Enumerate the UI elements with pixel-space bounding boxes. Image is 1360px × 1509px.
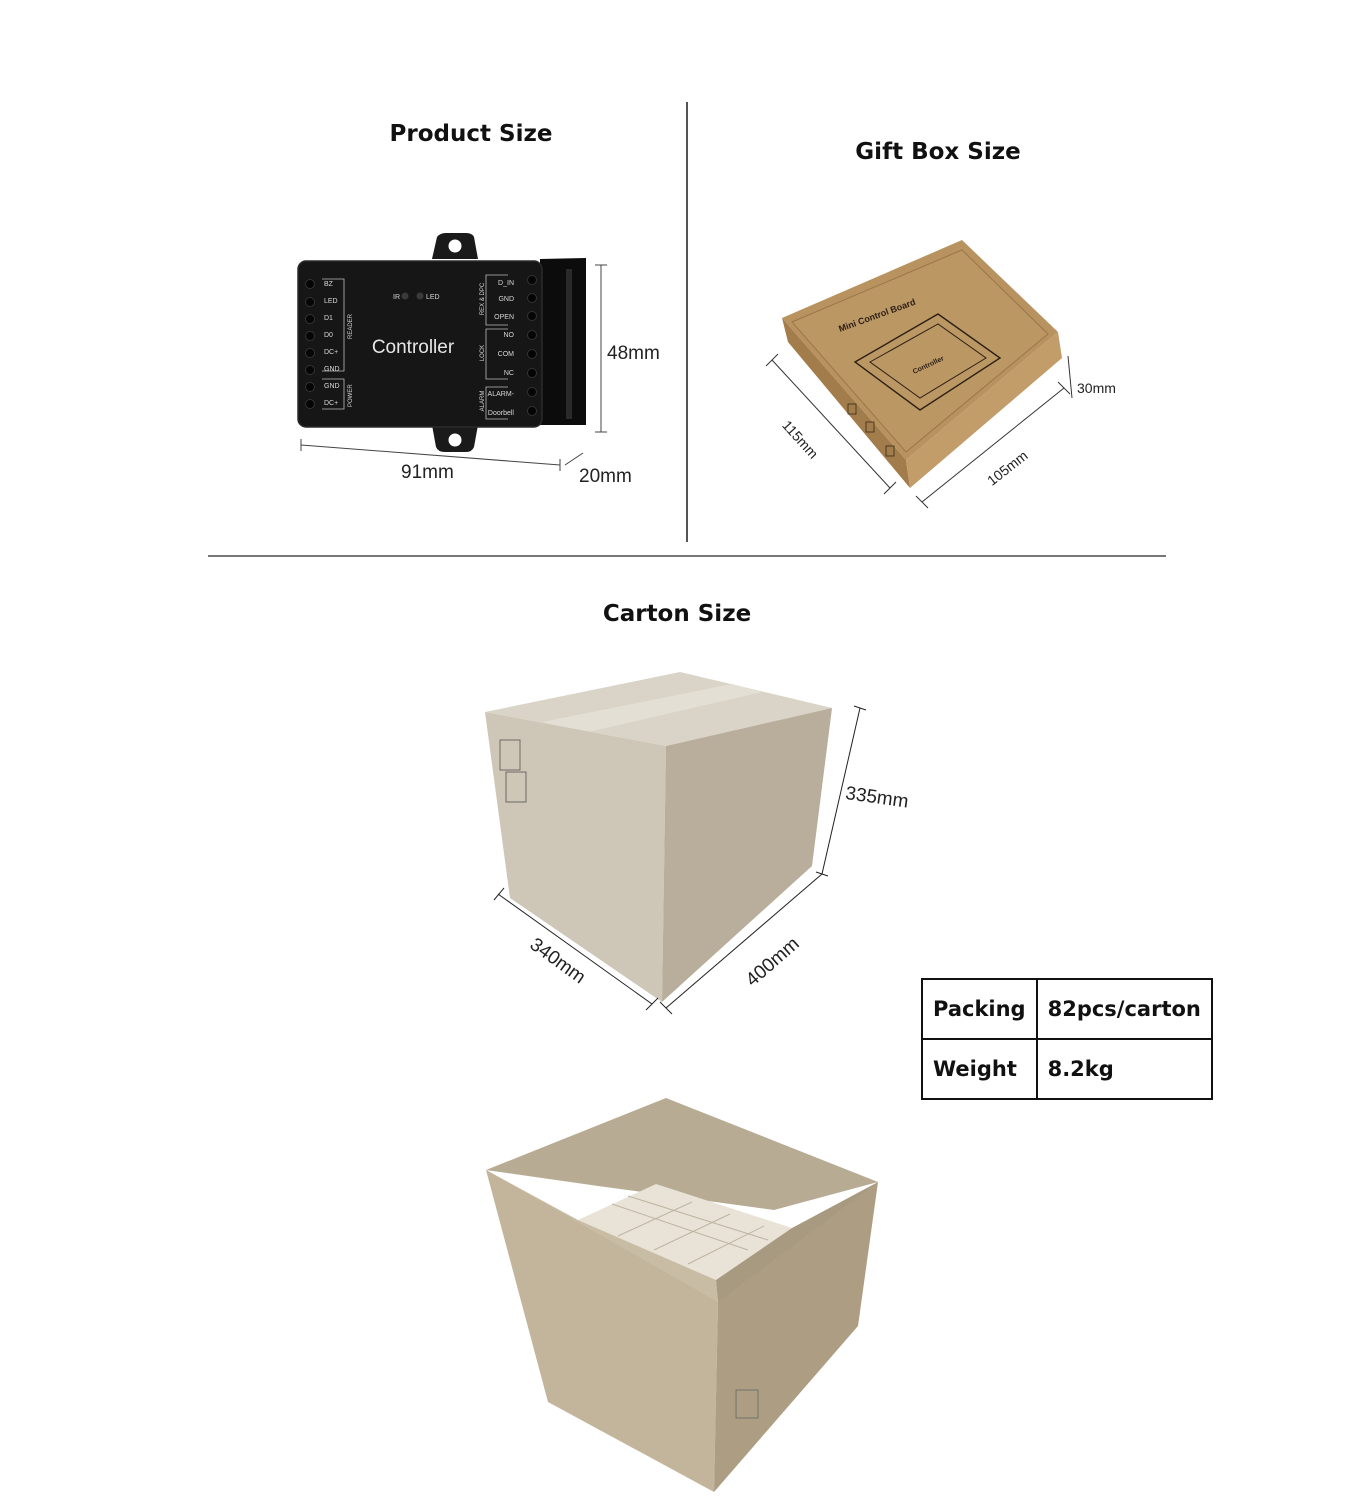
gift-box-height-dim: 30mm [1077, 380, 1116, 396]
vertical-divider [686, 102, 688, 542]
terminal-label-gnd: GND [324, 366, 340, 373]
group-label-power: POWER [348, 384, 354, 407]
packing-value: 82pcs/carton [1035, 978, 1213, 1040]
terminal-label-com: COM [498, 351, 515, 358]
controller-label: Controller [372, 337, 455, 358]
group-label-rex-dpc: REX & DPC [480, 282, 486, 315]
terminal-label-doorbell: Doorbell [488, 410, 515, 417]
table-row: Packing 82pcs/carton [921, 978, 1213, 1040]
terminal-label-d0: D0 [324, 332, 333, 339]
group-label-reader: READER [348, 313, 354, 339]
weight-label: Weight [921, 1038, 1038, 1100]
gift-box-image: Mini Control Board Controller [765, 240, 1073, 509]
terminal-label-d-in: D_IN [498, 280, 514, 287]
packing-label: Packing [921, 978, 1038, 1040]
terminal-label-power-gnd: GND [324, 383, 340, 390]
weight-value: 8.2kg [1035, 1038, 1213, 1100]
gift-box-size-heading: Gift Box Size [855, 139, 1021, 165]
product-length-dim: 91mm [401, 462, 454, 483]
terminal-label-dc-plus: DC+ [324, 349, 338, 356]
product-height-dim: 48mm [607, 343, 660, 364]
terminal-label-led: LED [324, 298, 338, 305]
terminal-label-alarm-minus: ALARM- [488, 391, 515, 398]
terminal-label-no: NO [504, 332, 515, 339]
packing-spec-table: Packing 82pcs/carton Weight 8.2kg [921, 978, 1213, 1100]
terminal-label-right-gnd: GND [498, 296, 514, 303]
indicator-label-led: LED [426, 294, 440, 301]
open-carton-image [486, 1098, 878, 1492]
group-label-lock: LOCK [480, 345, 486, 361]
controller-device-image: BZ LED D1 D0 DC+ GND GND DC+ READER POWE… [297, 233, 607, 471]
terminal-label-bz: BZ [324, 281, 334, 288]
table-row: Weight 8.2kg [921, 1038, 1213, 1100]
terminal-label-nc: NC [504, 370, 514, 377]
product-size-heading: Product Size [389, 121, 553, 147]
closed-carton-image [485, 672, 867, 1015]
indicator-label-ir: IR [393, 294, 400, 301]
terminal-label-d1: D1 [324, 315, 333, 322]
product-depth-dim: 20mm [579, 466, 632, 487]
horizontal-divider [208, 555, 1166, 557]
carton-size-heading: Carton Size [602, 601, 752, 627]
terminal-label-open: OPEN [494, 314, 514, 321]
terminal-label-power-dc-plus: DC+ [324, 400, 338, 407]
group-label-alarm: ALARM [480, 391, 486, 412]
